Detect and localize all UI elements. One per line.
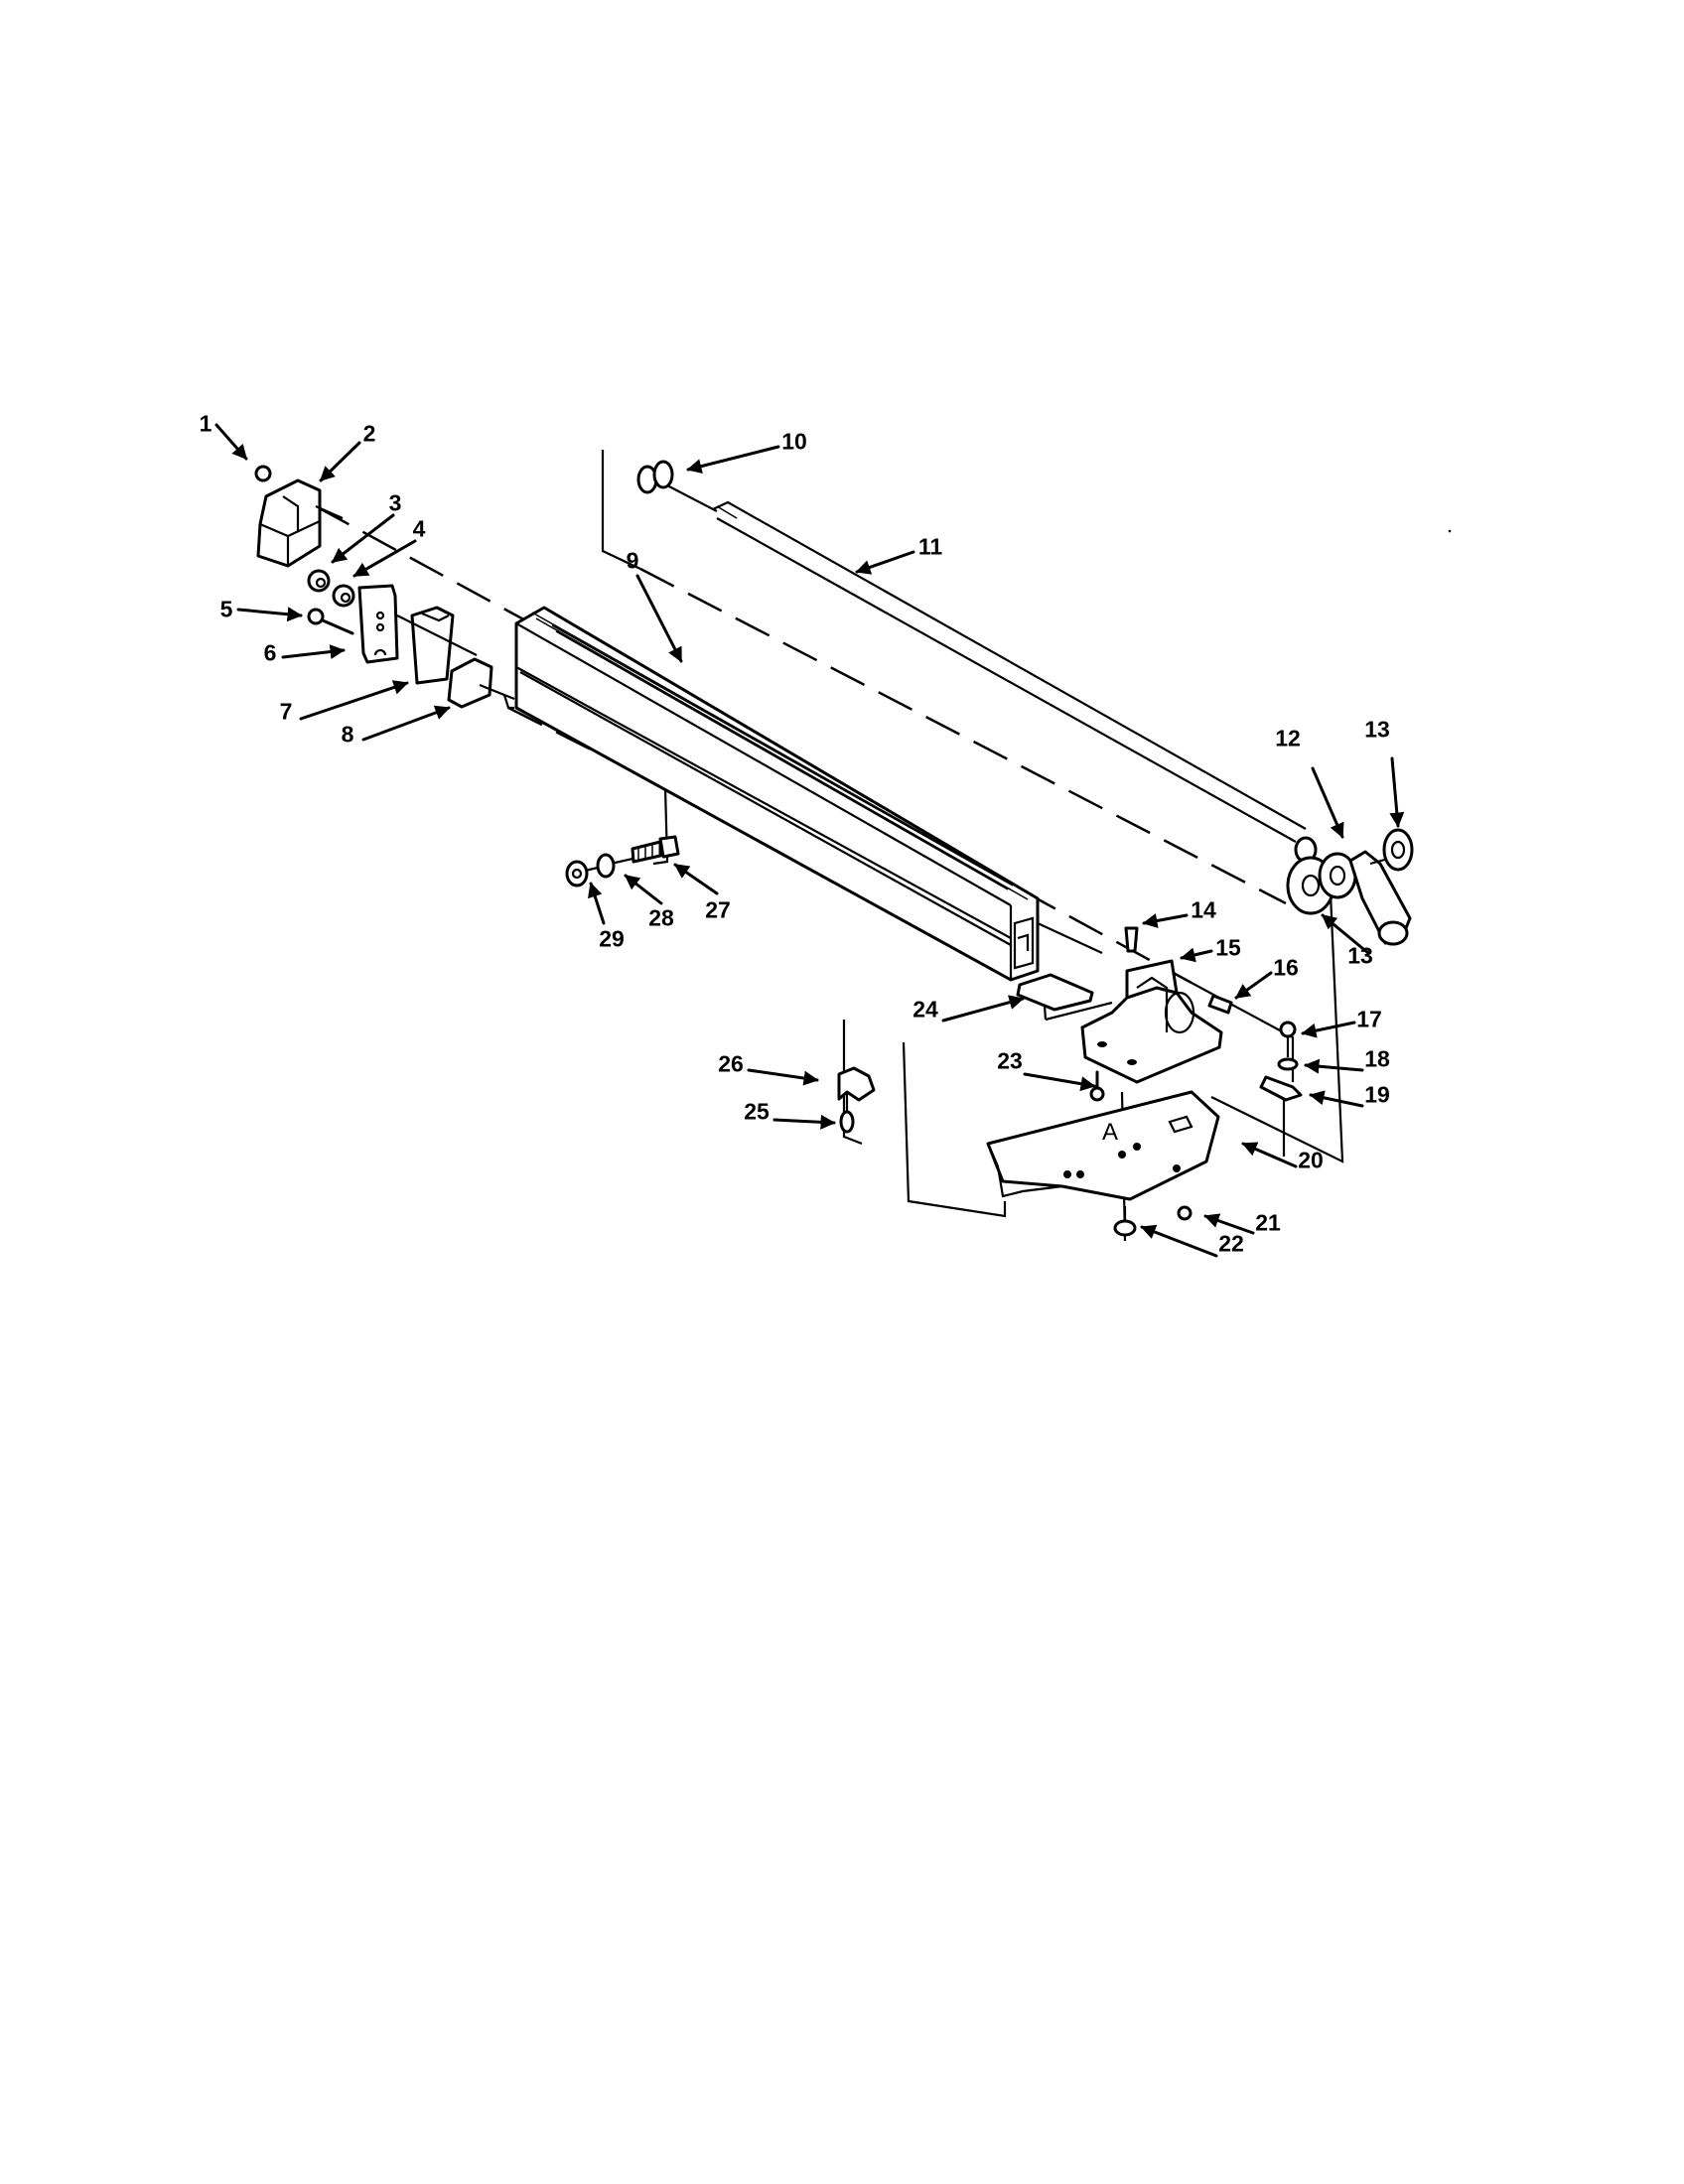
callout-label-19: 19 [1364, 1081, 1390, 1108]
callout-label-4: 4 [412, 515, 426, 542]
callout-label-26: 26 [718, 1050, 744, 1077]
callout-label-8: 8 [341, 721, 354, 748]
callout-label-7: 7 [279, 698, 293, 725]
callout-label-21: 21 [1255, 1209, 1281, 1236]
callout-label-20: 20 [1298, 1147, 1324, 1173]
callout-label-14: 14 [1191, 896, 1216, 923]
callout-label-13a: 13 [1364, 716, 1390, 743]
callout-label-1: 1 [199, 410, 212, 437]
callout-label-23: 23 [997, 1047, 1023, 1074]
part-11-rod [666, 484, 1307, 843]
part-20-base-plate: A [986, 1090, 1220, 1201]
callout-label-27: 27 [705, 896, 731, 923]
parts-17-18-19-hardware [1259, 1021, 1303, 1102]
part-annotation-a: A [1102, 1119, 1118, 1146]
callout-label-17: 17 [1356, 1006, 1382, 1032]
callout-label-18: 18 [1364, 1045, 1390, 1072]
leader-arrows [214, 423, 1405, 1258]
callout-label-6: 6 [263, 639, 277, 666]
callout-label-28: 28 [648, 904, 674, 931]
parts-21-22-nuts [1113, 1205, 1193, 1237]
callout-label-12: 12 [1275, 725, 1301, 751]
callout-label-11: 11 [917, 533, 943, 560]
parts-14-15-16-bracket [1080, 926, 1233, 1084]
callout-label-13b: 13 [1347, 942, 1373, 969]
callout-label-15: 15 [1215, 934, 1241, 961]
callout-label-16: 16 [1273, 954, 1299, 981]
callout-label-2: 2 [362, 420, 376, 447]
part-6-plate [357, 584, 399, 664]
parts-25-26-clamp [837, 1066, 876, 1134]
part-24-plate [1016, 973, 1113, 1022]
part-23-screw [1089, 1070, 1105, 1102]
parts-12-13-handle [1286, 828, 1414, 946]
part-2-end-bracket [254, 465, 344, 568]
part-7-clip [396, 606, 478, 685]
part-9-guide-rail [514, 606, 1103, 982]
callout-label-22: 22 [1218, 1230, 1244, 1257]
part-5-screw [307, 608, 354, 635]
part-10-cap [636, 460, 674, 494]
stray-dot [1448, 529, 1452, 533]
parts-3-4-washers [307, 569, 355, 608]
callout-label-29: 29 [599, 925, 625, 952]
callout-label-10: 10 [781, 428, 807, 455]
callout-label-5: 5 [219, 596, 233, 622]
callout-label-9: 9 [626, 547, 639, 574]
callout-label-3: 3 [388, 489, 402, 516]
part-8-block [447, 657, 515, 709]
callout-label-25: 25 [744, 1098, 770, 1125]
callout-label-24: 24 [912, 996, 938, 1023]
parts-27-28-29-bolt-washers [565, 835, 680, 887]
